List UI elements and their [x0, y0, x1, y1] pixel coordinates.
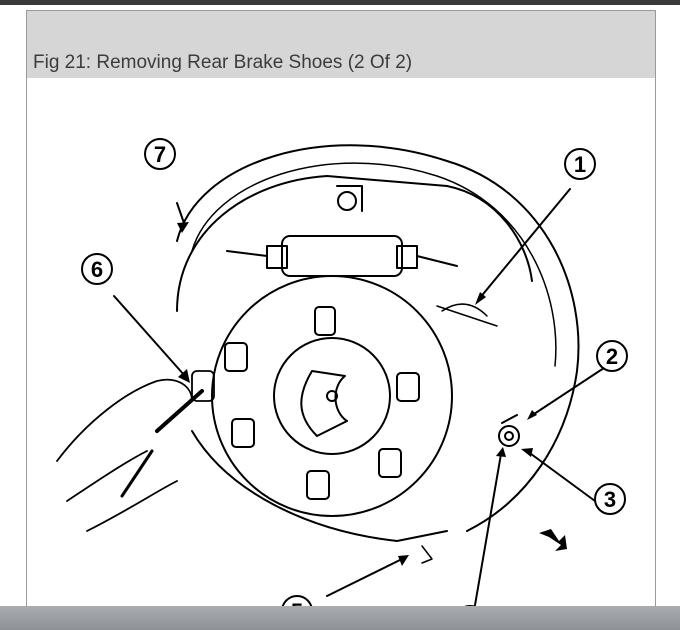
svg-text:3: 3	[604, 487, 616, 512]
hold-down-spring	[498, 425, 520, 447]
svg-text:1: 1	[574, 152, 586, 177]
brake-shoe-upper	[176, 175, 533, 312]
svg-text:7: 7	[154, 142, 166, 167]
leader-lines	[113, 188, 608, 612]
tool-and-hand	[56, 370, 215, 532]
wheel-cylinder	[226, 185, 458, 277]
hub-disc	[211, 275, 453, 517]
direction-arrow	[539, 529, 567, 551]
callout-1: 1	[564, 148, 596, 180]
figure-caption: Fig 21: Removing Rear Brake Shoes (2 Of …	[33, 52, 413, 73]
arrowheads	[177, 222, 567, 566]
lug-studs	[224, 306, 420, 500]
bottom-bar	[0, 606, 680, 630]
backing-plate-inner	[191, 162, 557, 367]
svg-text:2: 2	[606, 344, 618, 369]
callout-7: 7	[144, 138, 176, 170]
caption-bar: Fig 21: Removing Rear Brake Shoes (2 Of …	[27, 11, 655, 78]
backing-plate	[176, 144, 580, 532]
svg-text:6: 6	[91, 257, 103, 282]
brake-diagram: 1 2 3 5 6 7	[56, 138, 628, 621]
brake-shoe-lower	[191, 430, 448, 542]
hub-center	[273, 337, 391, 455]
callout-6: 6	[81, 253, 113, 285]
hub-slot	[300, 370, 348, 437]
callout-3: 3	[594, 483, 626, 515]
callout-2: 2	[596, 340, 628, 372]
figure-frame: Fig 21: Removing Rear Brake Shoes (2 Of …	[26, 10, 656, 621]
strut	[436, 305, 498, 327]
window-top-edge	[0, 0, 680, 5]
